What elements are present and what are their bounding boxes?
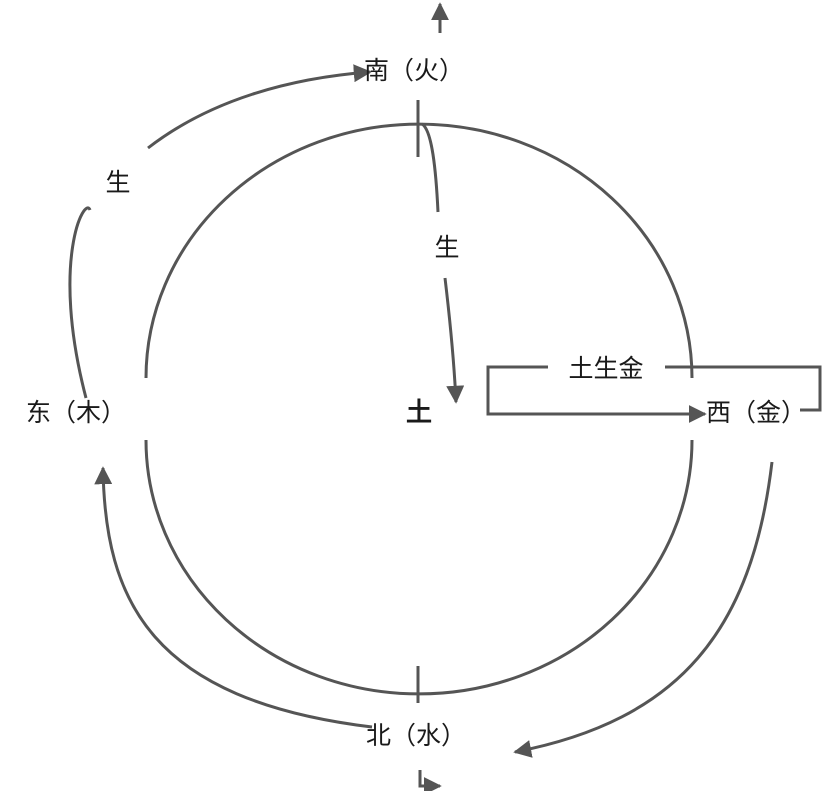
south-to-center-upper-curve bbox=[420, 122, 440, 213]
sheng-left-label: 生 bbox=[105, 168, 130, 197]
sheng-center-label: 生 bbox=[434, 233, 459, 262]
center-earth-label: 土 bbox=[406, 398, 432, 428]
bottom-arrow bbox=[418, 770, 442, 791]
earth-to-gold-bracket-arrow bbox=[486, 365, 707, 423]
east-wood-label: 东（木） bbox=[26, 398, 126, 427]
south-to-center-arrow bbox=[443, 277, 465, 404]
earth-gold-label: 土生金 bbox=[568, 354, 643, 383]
earth-to-gold-bracket-right bbox=[665, 365, 822, 412]
north-to-east-arrow bbox=[94, 466, 373, 729]
west-gold-label: 西（金） bbox=[706, 398, 806, 427]
south-fire-label: 南（火） bbox=[364, 56, 464, 85]
east-to-south-lower-curve bbox=[68, 206, 92, 399]
west-to-north-arrow bbox=[513, 461, 774, 758]
east-to-south-arrow bbox=[147, 64, 372, 150]
north-water-label: 北（水） bbox=[366, 721, 466, 750]
